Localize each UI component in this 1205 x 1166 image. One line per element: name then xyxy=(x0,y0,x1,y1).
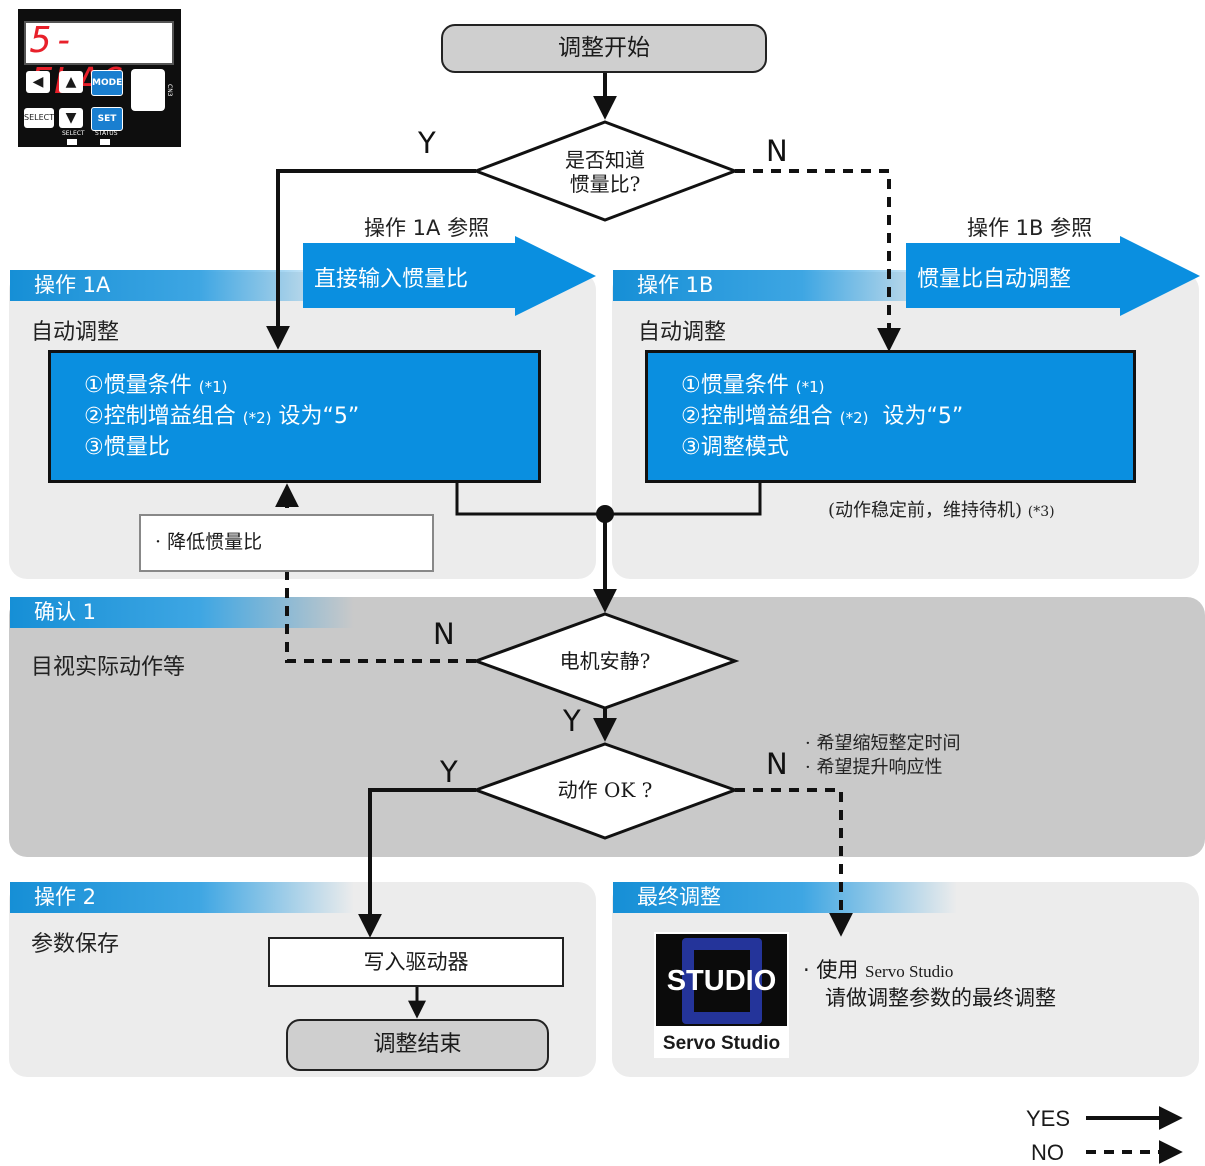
status-label: STATUS xyxy=(95,130,118,137)
op1b-settings-box: ①惯量条件 (*1) ②控制增益组合 (*2) 设为“5” ③调整模式 xyxy=(645,350,1136,483)
op1b-item2-value: 设为“5” xyxy=(882,404,964,429)
band-1b-text: 惯量比自动调整 xyxy=(917,267,1072,292)
op1a-item2-note: (*2) xyxy=(242,409,272,427)
ref-1a-label: 操作 1A 参照 xyxy=(364,216,490,240)
decision3-diamond xyxy=(471,742,740,840)
confirm1-tab: 确认 1 xyxy=(10,597,354,628)
op1a-settings-box: ①惯量条件 (*1) ②控制增益组合 (*2) 设为“5” ③惯量比 xyxy=(48,350,541,483)
servo-studio-logo: STUDIO Servo Studio xyxy=(654,932,789,1058)
start-terminal: 调整开始 xyxy=(441,24,767,73)
op1b-item2-note: (*2) xyxy=(839,409,869,427)
write-driver-box: 写入驱动器 xyxy=(268,937,564,987)
op1b-wait-text: (动作稳定前，维持待机) xyxy=(828,500,1023,521)
decision1-yes: Y xyxy=(418,126,436,160)
op1b-item2: ②控制增益组合 xyxy=(681,404,833,429)
op1a-subtitle: 自动调整 xyxy=(31,320,120,345)
final-software: Servo Studio xyxy=(865,962,954,981)
op1a-tab: 操作 1A xyxy=(10,270,354,301)
op1a-item2: ②控制增益组合 xyxy=(84,404,236,429)
wish-2: · 希望提升响应性 xyxy=(805,757,943,778)
band-1a-text: 直接输入惯量比 xyxy=(314,267,469,292)
band-1b-arrow xyxy=(906,236,1200,316)
op1b-tab: 操作 1B xyxy=(613,270,957,301)
op2-tab: 操作 2 xyxy=(10,882,354,913)
decision2-text: 电机安静? xyxy=(559,649,651,673)
decision3-no: N xyxy=(766,747,788,781)
end-terminal: 调整结束 xyxy=(286,1019,549,1071)
op1b-item3: ③调整模式 xyxy=(681,435,789,460)
op1a-item1-note: (*1) xyxy=(198,378,228,396)
legend-yes: YES xyxy=(1026,1106,1071,1131)
op1b-subtitle: 自动调整 xyxy=(638,320,727,345)
op1b-item1-note: (*1) xyxy=(795,378,825,396)
decision2-no: N xyxy=(433,617,455,651)
wish-1: · 希望缩短整定时间 xyxy=(805,733,961,754)
decision1-text: 是否知道 惯量比? xyxy=(540,148,670,196)
final-instruction: · 使用 Servo Studio 请做调整参数的最终调整 xyxy=(803,957,1056,1012)
decision1-diamond xyxy=(471,120,740,222)
op2-subtitle: 参数保存 xyxy=(31,932,120,957)
mode-button[interactable]: MODE xyxy=(91,70,123,96)
op1a-item1: ①惯量条件 xyxy=(84,373,192,398)
op1b-item1: ①惯量条件 xyxy=(681,373,789,398)
decision2-diamond xyxy=(471,612,740,710)
op1b-wait-ref: (*3) xyxy=(1027,504,1055,520)
op1a-item3: ③惯量比 xyxy=(84,435,170,460)
logo-s-mark xyxy=(682,938,762,1024)
set-button[interactable]: SET xyxy=(91,107,123,131)
ref-1b-label: 操作 1B 参照 xyxy=(967,216,1093,240)
final-tab: 最终调整 xyxy=(613,882,957,913)
decision1-no: N xyxy=(766,134,788,168)
up-button[interactable]: ▲ xyxy=(59,71,83,93)
op1b-wait-note: (动作稳定前，维持待机) (*3) xyxy=(828,496,1055,522)
cn3-label: CN3 xyxy=(166,84,173,97)
confirm1-subtitle: 目视实际动作等 xyxy=(31,655,186,680)
decision3-yes: Y xyxy=(440,755,458,789)
legend-no: NO xyxy=(1031,1140,1064,1165)
final-line2: 请做调整参数的最终调整 xyxy=(825,986,1056,1010)
wishes-list: · 希望缩短整定时间 · 希望提升响应性 xyxy=(805,732,960,780)
band-1a-arrow xyxy=(303,236,596,316)
final-use: · 使用 xyxy=(803,958,859,982)
lower-inertia-box: · 降低惯量比 xyxy=(139,514,434,572)
select-button[interactable]: SELECT xyxy=(24,108,54,128)
decision2-yes: Y xyxy=(563,704,581,738)
decision1-line2: 惯量比? xyxy=(569,172,641,196)
status-led xyxy=(100,139,110,145)
logo-word: STUDIO xyxy=(666,965,777,997)
logo-tile: STUDIO xyxy=(656,934,787,1026)
servo-display-panel: 5-FLAG ◀ ▲ MODE CN3 SELECT ▼ SET SELECT … xyxy=(18,9,181,147)
select-label: SELECT xyxy=(62,130,85,137)
cn3-connector xyxy=(131,69,165,111)
left-button[interactable]: ◀ xyxy=(26,71,50,93)
logo-caption: Servo Studio xyxy=(662,1033,781,1054)
decision3-text: 动作 OK ? xyxy=(557,778,653,802)
down-button[interactable]: ▼ xyxy=(59,108,83,128)
select-led xyxy=(67,139,77,145)
op1a-item2-value: 设为“5” xyxy=(278,404,360,429)
decision1-line1: 是否知道 xyxy=(565,148,645,172)
